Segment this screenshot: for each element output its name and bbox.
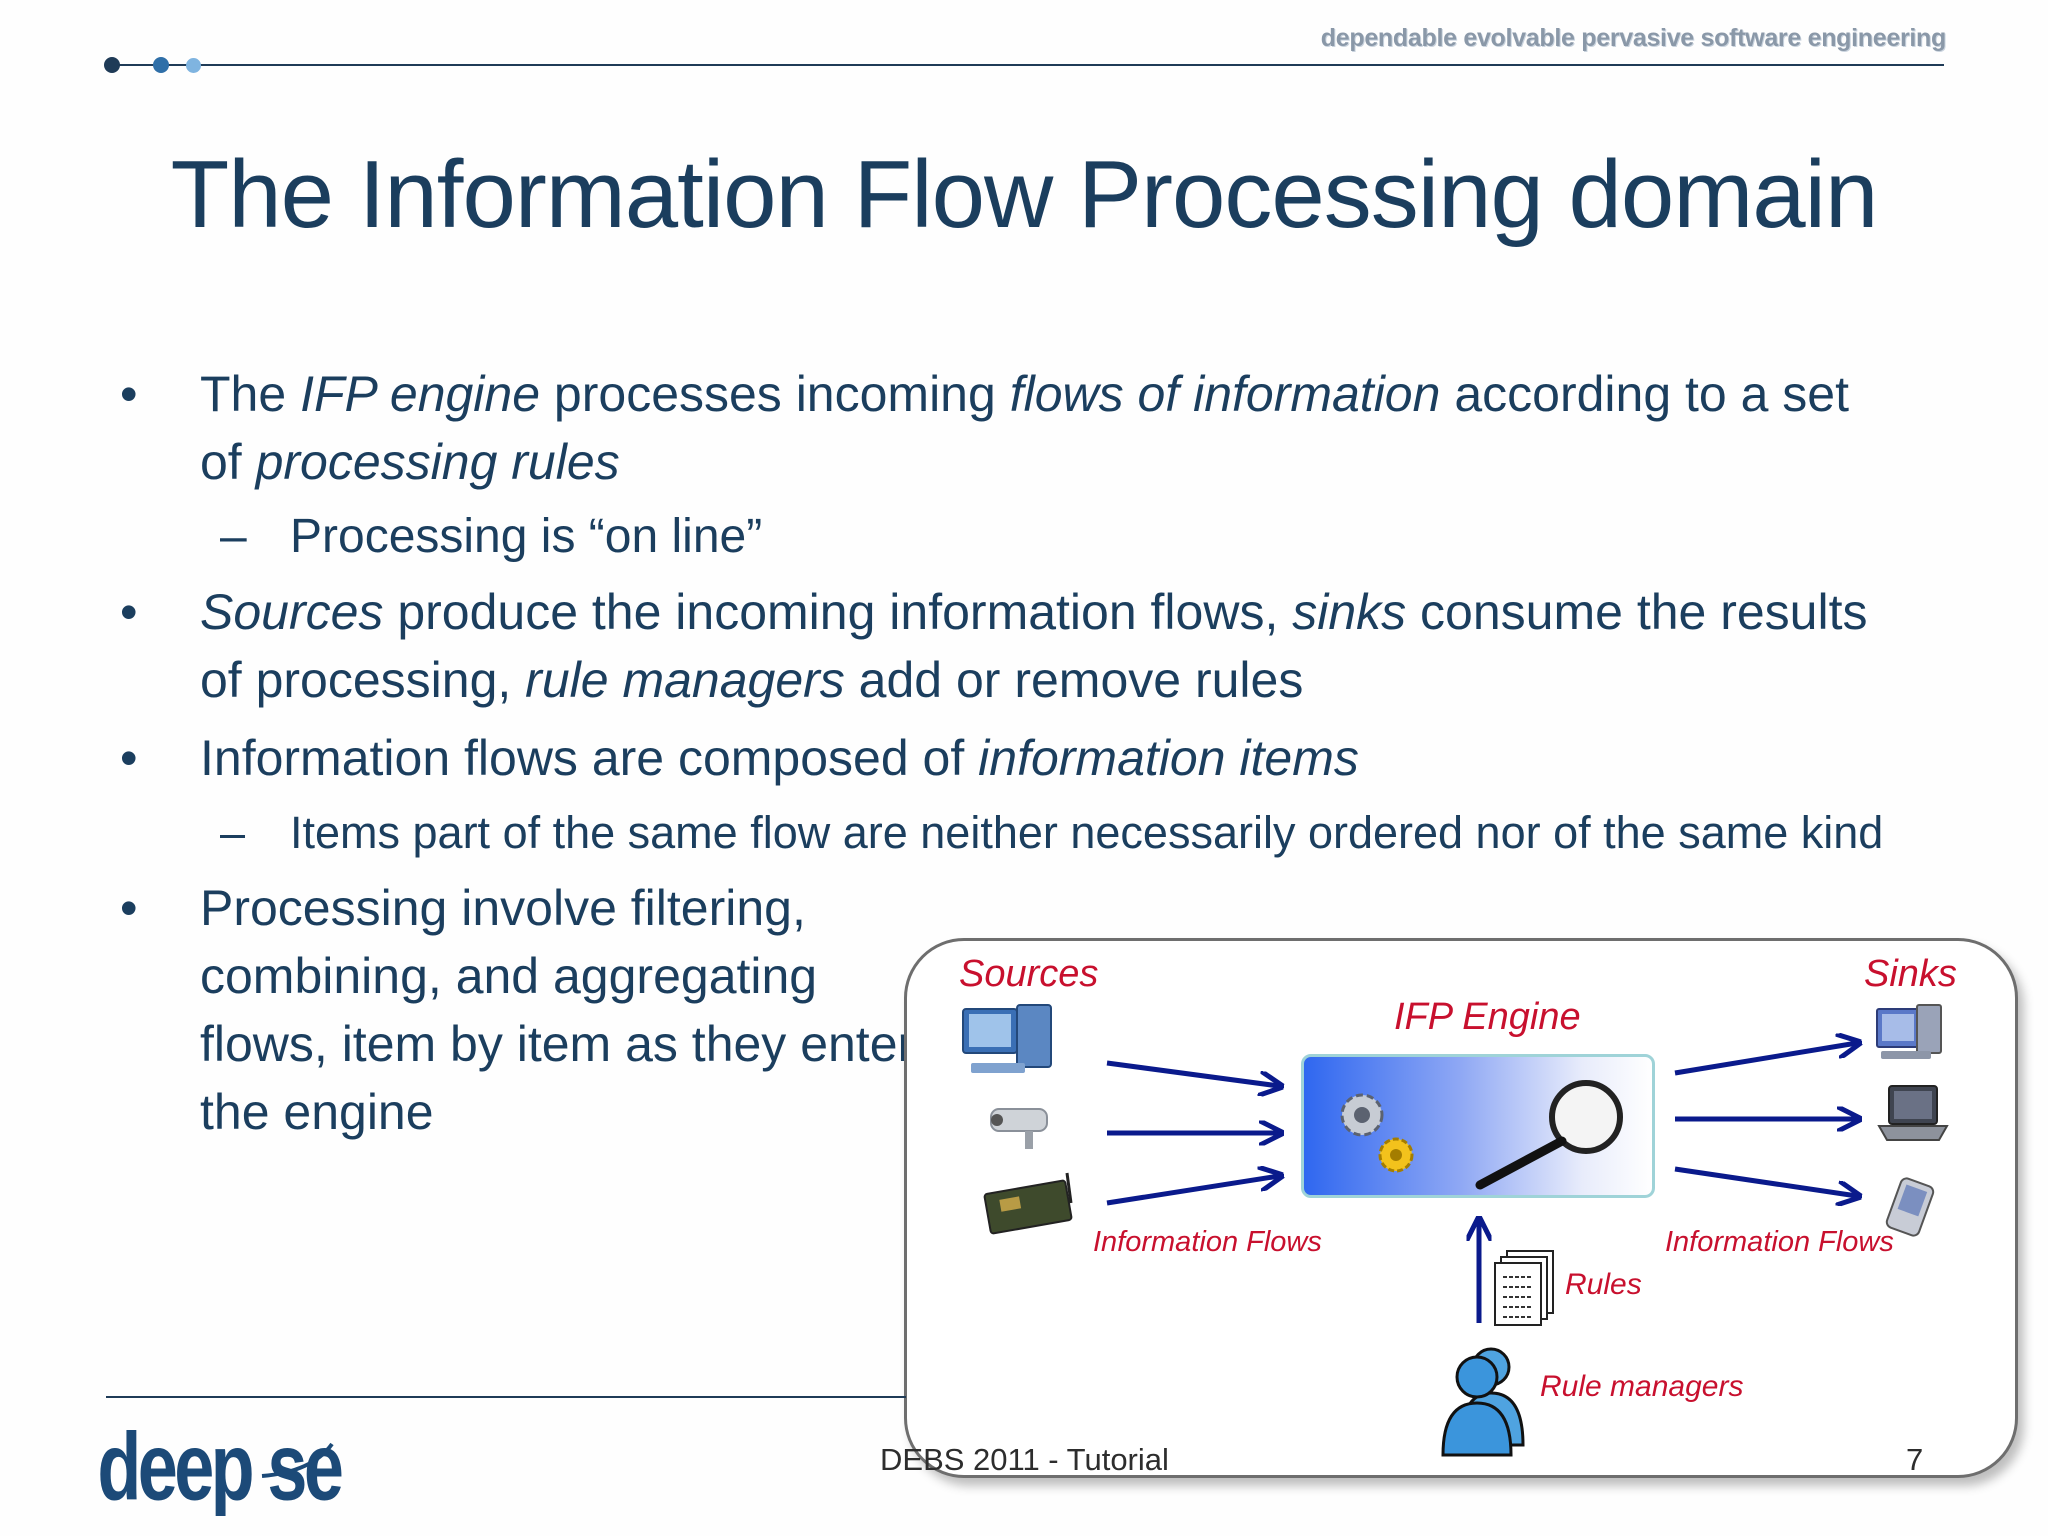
bullet-text: produce the incoming information flows, — [383, 584, 1293, 640]
bullet-item: • Processing involve filtering, combining… — [120, 874, 920, 1146]
bullet-list: • The IFP engine processes incoming flows… — [120, 350, 1900, 1146]
engine-label: IFP Engine — [1394, 996, 1581, 1038]
rule-managers-icon — [1441, 1347, 1525, 1457]
header-dot-3 — [186, 58, 201, 73]
flows-right-label: Information Flows — [1665, 1226, 1894, 1258]
bullet-marker: • — [120, 880, 138, 936]
diagram-graphics — [962, 1004, 1949, 1457]
bullet-marker: • — [120, 584, 138, 640]
header-dot-2 — [153, 57, 169, 73]
source-flow-arrow — [1106, 1176, 1279, 1206]
rules-document-icon — [1494, 1250, 1554, 1326]
bullet-text: Information flows are composed of — [200, 730, 979, 786]
sensor-board-icon — [983, 1172, 1073, 1235]
bullet-text: consume the results of processing, — [200, 584, 1868, 708]
bullet-text: The — [200, 366, 301, 422]
bullet-text: processes incoming — [540, 366, 1010, 422]
emphasized-text: Sources — [200, 584, 384, 640]
magnifying-glass-icon — [1475, 1080, 1623, 1190]
desktop-computer-icon — [1876, 1004, 1942, 1059]
emphasized-text: rule managers — [525, 652, 845, 708]
laptop-icon — [1877, 1085, 1949, 1141]
emphasized-text: flows of information — [1009, 366, 1441, 422]
bullet-text: Processing involve filtering, combining,… — [200, 880, 915, 1140]
deep-se-logo: deep se — [92, 1406, 345, 1521]
sub-bullet-item: –Processing is “on line” — [120, 506, 1900, 568]
emphasized-text: information items — [978, 730, 1359, 786]
dash-marker: – — [220, 807, 246, 858]
sources-label: Sources — [959, 953, 1099, 995]
bullet-item: • The IFP engine processes incoming flows… — [120, 360, 1900, 496]
rules-label: Rules — [1565, 1268, 1642, 1301]
bullet-marker: • — [120, 730, 138, 786]
pda-icon — [1885, 1177, 1935, 1237]
gear-icon — [1378, 1137, 1414, 1173]
sinks-label: Sinks — [1864, 953, 1957, 995]
security-camera-icon — [990, 1108, 1048, 1149]
engine-graphics — [1340, 1080, 1623, 1190]
bullet-item: • Information flows are composed of infor… — [120, 724, 1900, 792]
sub-bullet-item: –Items part of the same flow are neither… — [120, 802, 1900, 864]
rule-managers-label: Rule managers — [1540, 1370, 1744, 1403]
bullet-text: Items part of the same flow are neither … — [290, 807, 1884, 858]
bullet-text: according to a set of — [200, 366, 1850, 490]
dash-marker: – — [220, 510, 247, 563]
bullet-text: Processing is “on line” — [290, 510, 763, 563]
flows-left-label: Information Flows — [1093, 1226, 1322, 1258]
bullet-item: • Sources produce the incoming informatio… — [120, 578, 1900, 714]
ifp-diagram: Sources Sinks IFP Engine Information Flo… — [904, 938, 2018, 1478]
sink-flow-arrow — [1674, 1043, 1857, 1076]
emphasized-text: sinks — [1292, 584, 1407, 640]
footer-event: DEBS 2011 - Tutorial — [880, 1442, 1169, 1477]
ifp-engine-box — [1301, 1054, 1655, 1198]
bullet-text: add or remove rules — [844, 652, 1304, 708]
header-tagline: dependable evolvable pervasive software … — [1320, 24, 1947, 52]
sink-flow-arrow — [1674, 1166, 1857, 1196]
desktop-computer-icon — [962, 1004, 1052, 1073]
header-rule — [114, 64, 1944, 66]
header-dot-1 — [104, 57, 120, 73]
emphasized-text: IFP engine — [300, 366, 541, 422]
page-number: 7 — [1906, 1442, 1924, 1477]
slide-title: The Information Flow Processing domain — [170, 141, 1879, 248]
footer-rule — [106, 1396, 906, 1398]
gear-icon — [1340, 1093, 1384, 1137]
source-flow-arrow — [1106, 1060, 1279, 1086]
emphasized-text: processing rules — [255, 434, 620, 490]
bullet-marker: • — [120, 366, 138, 422]
